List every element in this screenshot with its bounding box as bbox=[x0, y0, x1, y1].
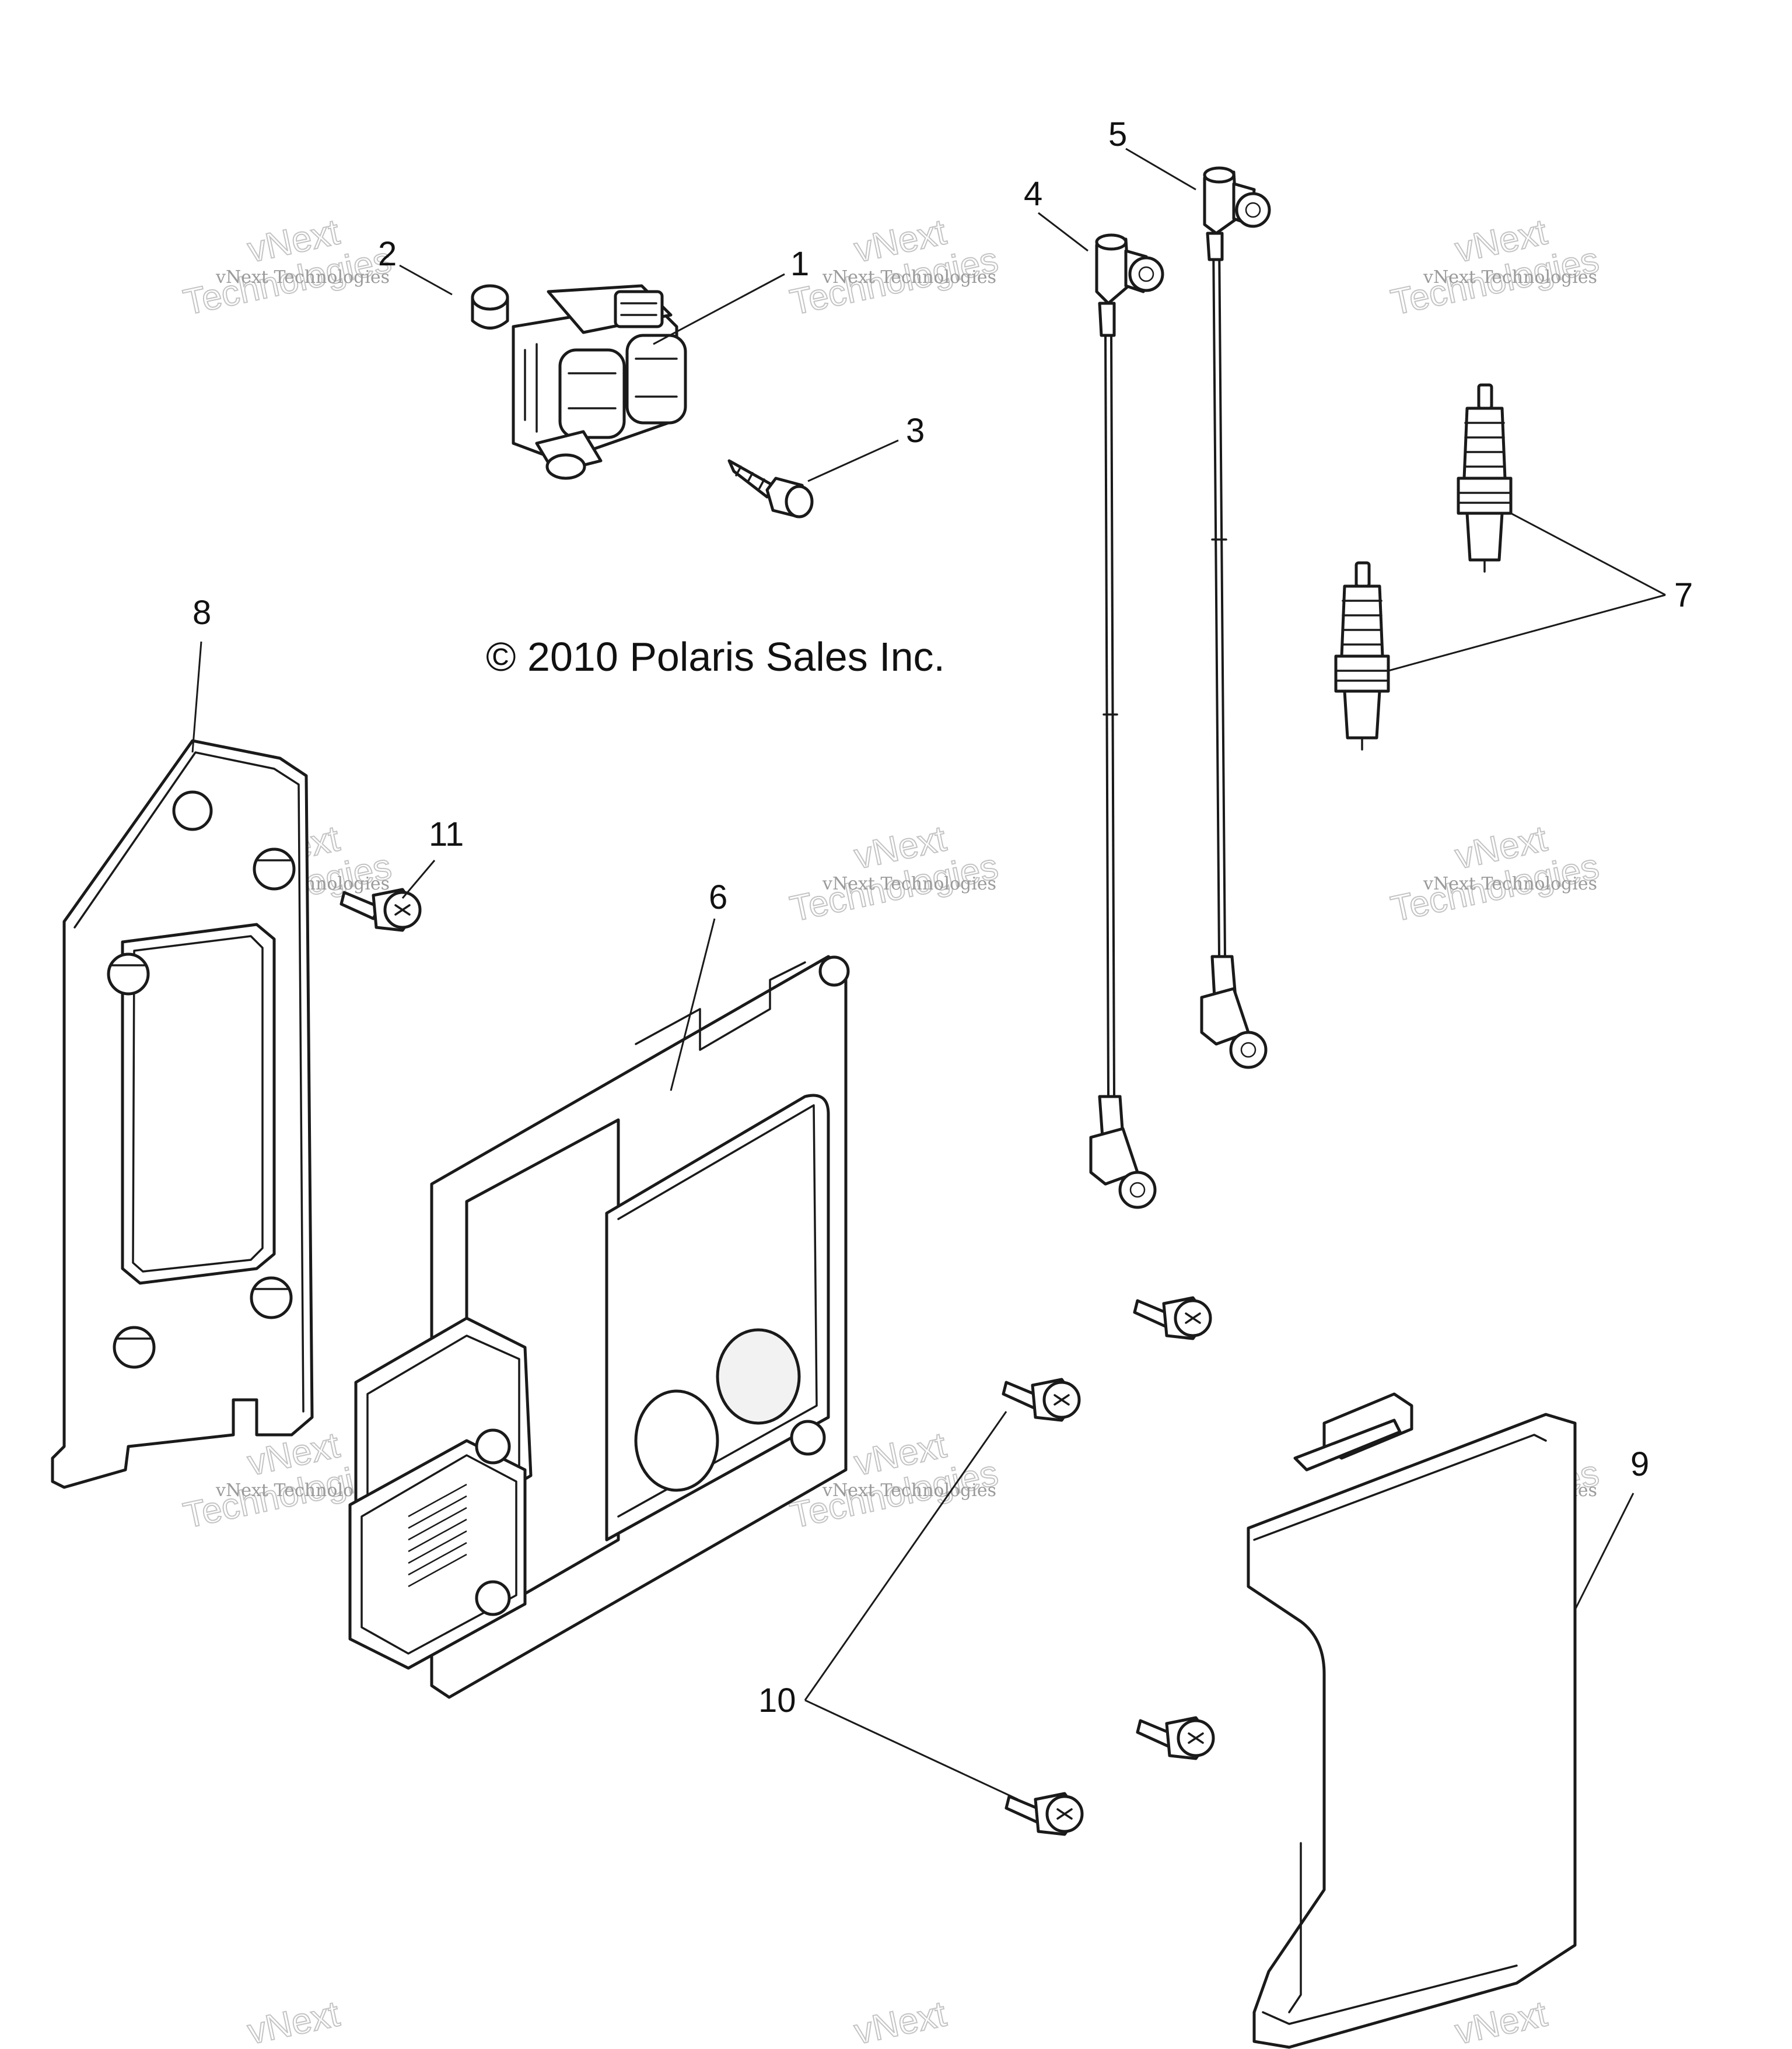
bolt-part-3 bbox=[727, 459, 814, 519]
watermark-small: vNext Technologies bbox=[822, 267, 996, 288]
watermark-small: vNext Technologies bbox=[822, 874, 996, 894]
watermark-small: vNext Technologies bbox=[1423, 267, 1597, 288]
callout-6: 6 bbox=[709, 878, 727, 916]
screw-part-10b bbox=[1002, 1378, 1081, 1422]
callout-1: 1 bbox=[790, 245, 809, 283]
callout-2: 2 bbox=[378, 235, 397, 273]
callout-7: 7 bbox=[1674, 576, 1693, 614]
ignition-coil-part-1 bbox=[512, 284, 687, 480]
watermark-6: vNext Technologies vNext Technologies bbox=[1387, 818, 1603, 930]
leader-lines bbox=[191, 148, 1666, 1801]
watermark-1: vNext Technologies vNext Technologies bbox=[180, 211, 396, 323]
watermark-small: vNext Technologies bbox=[822, 1480, 996, 1501]
callout-11: 11 bbox=[429, 815, 464, 853]
watermark-big-top: vNext bbox=[1452, 1994, 1550, 2049]
watermark-small: vNext Technologies bbox=[215, 267, 390, 288]
callout-3: 3 bbox=[906, 412, 925, 450]
copyright-text: © 2010 Polaris Sales Inc. bbox=[486, 634, 945, 680]
watermark-big-top: vNext bbox=[244, 1994, 343, 2049]
cover-part-9 bbox=[1247, 1392, 1577, 2049]
callout-5: 5 bbox=[1108, 115, 1127, 153]
callout-8: 8 bbox=[192, 594, 211, 632]
spark-plug-part-7a bbox=[1457, 383, 1513, 573]
spark-plug-wire-part-5 bbox=[1200, 166, 1271, 1069]
watermark-5: vNext Technologies vNext Technologies bbox=[786, 818, 1002, 930]
spacer-part-2 bbox=[471, 284, 509, 330]
callout-9: 9 bbox=[1630, 1445, 1649, 1483]
callout-labels: 1 2 3 4 5 6 7 8 9 10 11 bbox=[192, 115, 1693, 1719]
callout-10: 10 bbox=[758, 1682, 796, 1719]
watermark-small: vNext Technologies bbox=[1423, 874, 1597, 894]
spark-plug-wire-part-4 bbox=[1089, 233, 1164, 1209]
watermark-3: vNext Technologies vNext Technologies bbox=[1387, 211, 1603, 323]
ecu-part-6 bbox=[348, 955, 850, 1699]
watermark-big-top: vNext bbox=[851, 1994, 950, 2049]
screw-part-11 bbox=[340, 888, 422, 932]
screw-part-10d bbox=[1005, 1792, 1084, 1836]
bracket-part-8 bbox=[51, 739, 314, 1489]
watermark-2: vNext Technologies vNext Technologies bbox=[786, 211, 1002, 323]
callout-4: 4 bbox=[1024, 175, 1042, 213]
screw-part-10a bbox=[1133, 1296, 1212, 1340]
screw-part-10c bbox=[1136, 1716, 1215, 1760]
spark-plug-part-7b bbox=[1334, 561, 1390, 751]
